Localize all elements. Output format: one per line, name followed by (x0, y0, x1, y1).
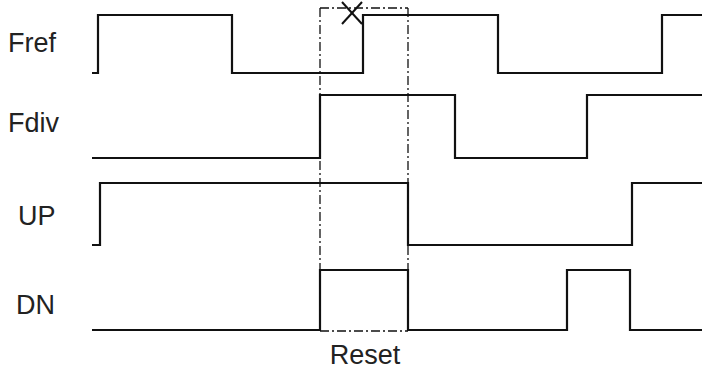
signal-name: Fref (8, 30, 56, 57)
cross-mark (342, 2, 362, 24)
reset-marker-line (407, 8, 408, 330)
signal-name: Fdiv (8, 110, 59, 137)
up-waveform (92, 183, 702, 245)
fdiv-waveform (92, 95, 702, 158)
reset-marker-line (320, 330, 408, 331)
fref-waveform (92, 15, 702, 73)
reset-marker-line (320, 7, 408, 8)
reset-label: Reset (330, 342, 401, 369)
signal-name: UP (18, 203, 56, 230)
dn-waveform (92, 270, 702, 330)
reset-marker-line (319, 8, 320, 330)
signal-name: DN (16, 292, 55, 319)
